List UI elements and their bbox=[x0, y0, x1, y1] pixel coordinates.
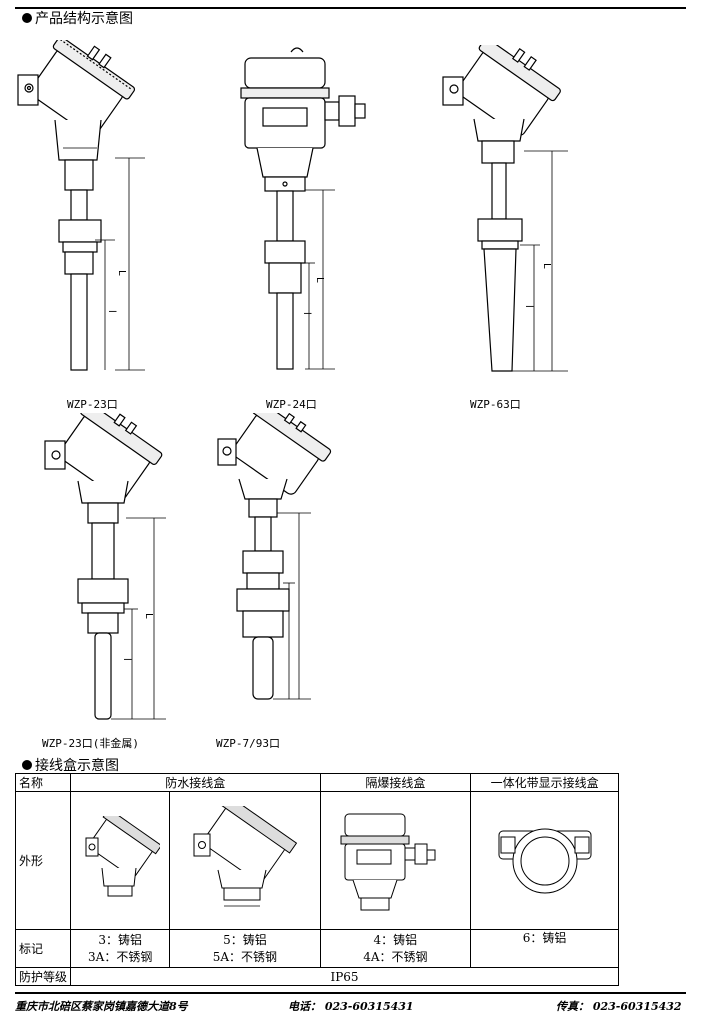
figure-wzp-23-nonmetal: L l bbox=[44, 413, 166, 720]
shape-cell-6 bbox=[470, 791, 619, 930]
section-title-structure: 产品结构示意图 bbox=[22, 8, 133, 28]
footer-address: 重庆市北碚区蔡家岗镇嘉德大道8号 bbox=[15, 1000, 188, 1013]
bullet-icon bbox=[22, 760, 32, 770]
junction-box-table: 名称 防水接线盒 隔爆接线盒 一体化带显示接线盒 外形 bbox=[14, 773, 619, 986]
footer-phone: 电话： 023-60315431 bbox=[288, 1000, 414, 1013]
dim-label-l: l bbox=[106, 310, 117, 313]
dim-label-L: L bbox=[116, 270, 127, 276]
dim-label-L: L bbox=[143, 613, 154, 619]
dim-label-l: l bbox=[301, 312, 312, 315]
header-waterproof: 防水接线盒 bbox=[70, 773, 321, 792]
protection-value: IP65 bbox=[70, 967, 619, 986]
table-row-protection: 防护等级 IP65 bbox=[14, 967, 619, 986]
caption-wzp-63: WZP-63口 bbox=[470, 398, 521, 411]
shape-cell-5 bbox=[169, 791, 321, 930]
dim-label-l: l bbox=[121, 658, 132, 661]
table-row-shape: 外形 bbox=[14, 791, 619, 930]
caption-wzp-24: WZP-24口 bbox=[266, 398, 317, 411]
table-row-mark: 标记 3：铸铝 3A：不锈钢 5：铸铝 5A：不锈钢 4：铸铝 4A：不锈钢 6… bbox=[14, 929, 619, 968]
junction-box-6-image bbox=[498, 828, 592, 893]
junction-box-3-image bbox=[85, 815, 161, 896]
header-explosion-proof: 隔爆接线盒 bbox=[319, 773, 472, 792]
junction-box-4-image bbox=[340, 813, 436, 910]
bottom-rule bbox=[15, 992, 686, 994]
shape-cell-4 bbox=[319, 791, 472, 930]
mark-cell-4: 4：铸铝 4A：不锈钢 bbox=[319, 929, 472, 968]
shape-cell-3 bbox=[70, 791, 171, 930]
top-rule bbox=[15, 7, 686, 9]
mark-cell-3: 3：铸铝 3A：不锈钢 bbox=[70, 929, 171, 968]
table-header-row: 名称 防水接线盒 隔爆接线盒 一体化带显示接线盒 bbox=[14, 773, 619, 792]
junction-box-5-image bbox=[193, 805, 298, 906]
mark-cell-6: 6：铸铝 bbox=[470, 929, 619, 968]
row-label-shape: 外形 bbox=[14, 791, 72, 930]
figure-wzp-24: L l bbox=[240, 47, 366, 370]
dim-label-L: L bbox=[314, 277, 325, 283]
row-label-mark: 标记 bbox=[14, 929, 72, 968]
section-title-junction-box: 接线盒示意图 bbox=[22, 755, 119, 775]
caption-wzp-23: WZP-23口 bbox=[67, 398, 118, 411]
header-display: 一体化带显示接线盒 bbox=[470, 773, 619, 792]
figure-wzp-7-93 bbox=[217, 413, 332, 700]
figure-wzp-23: L l bbox=[17, 40, 145, 371]
dim-label-L: L bbox=[541, 263, 552, 269]
row-label-protection: 防护等级 bbox=[14, 967, 72, 986]
caption-wzp-23-nonmetal: WZP-23口(非金属) bbox=[42, 737, 139, 750]
bullet-icon bbox=[22, 13, 32, 23]
caption-wzp-7-93: WZP-7/93口 bbox=[216, 737, 280, 750]
mark-cell-5: 5：铸铝 5A：不锈钢 bbox=[169, 929, 321, 968]
header-name: 名称 bbox=[14, 773, 72, 792]
footer-fax: 传真： 023-60315432 bbox=[556, 1000, 682, 1013]
figure-wzp-63: L l bbox=[442, 45, 568, 372]
dim-label-l: l bbox=[523, 305, 534, 308]
